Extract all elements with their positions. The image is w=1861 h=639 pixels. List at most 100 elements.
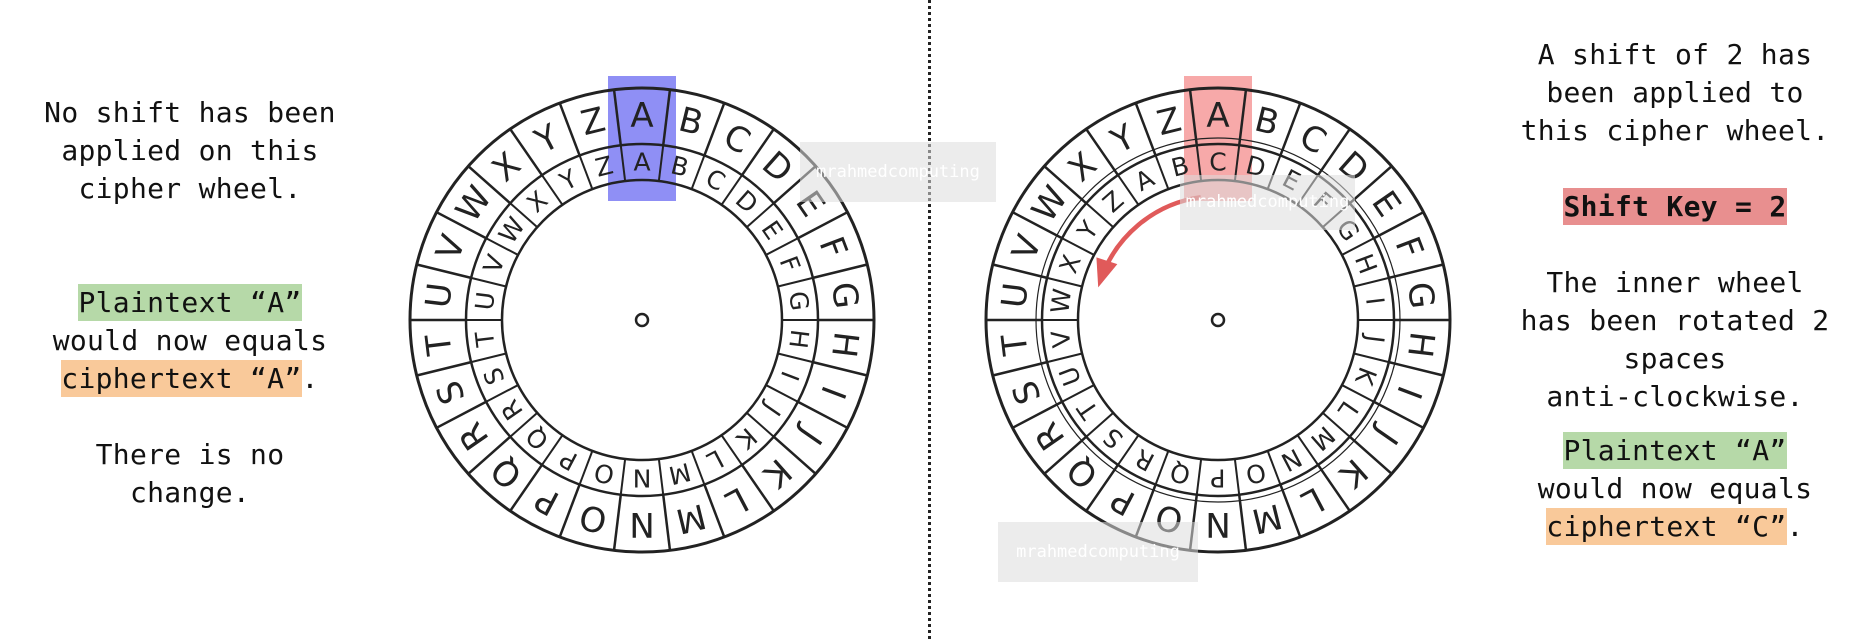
inner-letter: V [478,251,511,277]
inner-divider [720,434,743,466]
outer-letter: Y [528,117,566,163]
left-ciphertext-label: ciphertext “A” [61,360,302,397]
inner-divider [470,276,507,288]
inner-letter: W [1045,287,1077,315]
outer-letter: F [1387,231,1431,263]
outer-divider [1316,464,1351,512]
outer-letter: H [823,329,866,359]
outer-letter: N [1205,504,1230,544]
inner-letter: Q [1167,457,1193,490]
inner-letter: Z [1097,185,1129,218]
inner-letter: P [555,444,582,477]
inner-divider [619,458,627,495]
outer-divider [992,263,1048,280]
inner-letter: C [1209,148,1226,177]
left-description: No shift has been applied on this cipher… [20,94,360,512]
inner-divider [1266,450,1282,485]
outer-divider [661,494,672,551]
outer-letter: I [1388,381,1429,405]
outer-letter: P [529,478,566,523]
inner-letter: V [1046,329,1077,349]
inner-divider [1117,174,1140,206]
inner-divider [1341,237,1375,256]
inner-divider [1061,237,1095,256]
inner-divider [1046,276,1083,288]
outer-letter: X [485,145,529,190]
inner-divider [1296,434,1319,466]
inner-divider [541,434,564,466]
outer-divider [1373,211,1425,240]
inner-divider [746,412,775,438]
inner-letter: X [1054,251,1087,277]
inner-divider [1154,450,1170,485]
outer-letter: B [1251,100,1283,144]
outer-letter: M [672,495,710,541]
outer-letter: L [719,479,754,523]
inner-divider [690,155,706,190]
watermark-3: mrahmedcomputing [998,522,1198,582]
rotation-line-2: has been rotated 2 [1520,304,1830,337]
inner-letter: N [1276,443,1306,477]
outer-divider [558,102,581,156]
right-description: A shift of 2 has been applied to this ci… [1500,36,1850,546]
inner-letter: E [756,216,789,245]
outer-letter: C [1293,116,1333,162]
inner-divider [657,145,665,182]
inner-letter: T [1071,395,1105,425]
inner-letter: L [1332,396,1364,424]
left-plaintext-label: Plaintext “A” [78,284,302,321]
outer-divider [812,263,868,280]
outer-divider [1011,400,1063,429]
left-line-1: No shift has been [44,96,336,129]
outer-letter: F [811,231,855,263]
inner-letter: X [521,185,553,218]
outer-letter: B [675,100,707,144]
rotation-line-1: The inner wheel [1546,266,1804,299]
outer-letter: N [629,504,654,544]
left-middle-line: would now equals [52,324,328,357]
outer-divider [509,128,544,176]
outer-letter: I [812,381,853,405]
outer-divider [1237,89,1248,146]
inner-divider [690,450,706,485]
outer-letter: Y [1104,117,1142,163]
watermark-1: mrahmedcomputing [800,142,996,202]
inner-letter: S [478,363,511,388]
outer-letter: S [429,375,474,409]
inner-letter: R [495,394,529,425]
outer-letter: H [1399,329,1442,359]
inner-divider [578,450,594,485]
outer-divider [1373,400,1425,429]
inner-divider [509,202,538,228]
inner-letter: J [758,397,787,421]
inner-letter: R [1130,443,1159,477]
inner-letter: B [1168,150,1192,182]
center-dot [1210,312,1226,328]
outer-divider [797,400,849,429]
inner-divider [765,384,799,403]
inner-divider [1061,384,1095,403]
outer-letter: Q [1059,449,1106,497]
outer-letter: V [428,230,474,266]
inner-divider [1046,352,1083,364]
inner-letter: O [1243,457,1269,490]
inner-divider [541,174,564,206]
outer-divider [1316,128,1351,176]
outer-divider [772,435,817,475]
inner-letter: S [1098,422,1129,454]
inner-letter: A [1130,163,1159,197]
inner-letter: B [668,150,692,182]
outer-letter: Q [483,449,530,497]
outer-divider [1237,494,1248,551]
inner-letter: K [1349,363,1382,389]
inner-letter: N [633,464,652,493]
inner-letter: P [1210,464,1225,493]
outer-letter: K [754,450,798,496]
right-line-1: A shift of 2 has [1537,38,1813,71]
outer-divider [416,263,472,280]
outer-divider [1279,484,1302,538]
outer-letter: U [994,281,1037,311]
shift-key-label: Shift Key = 2 [1563,188,1787,225]
inner-divider [619,145,627,182]
inner-letter: C [701,163,730,197]
